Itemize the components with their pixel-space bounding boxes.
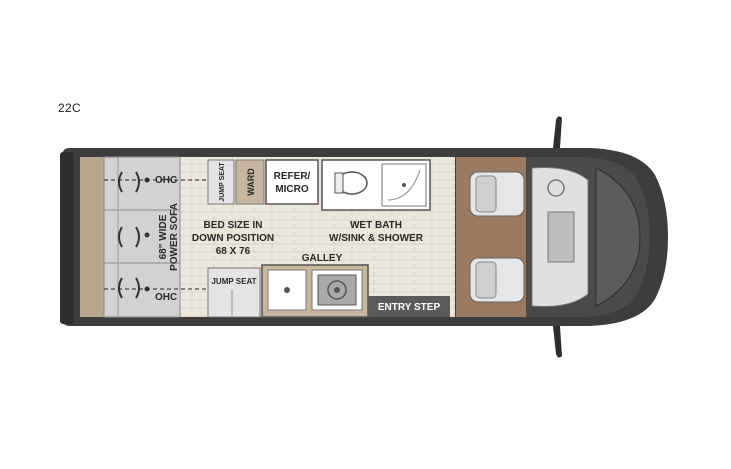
galley	[261, 264, 369, 318]
wetbath-label-line1: WET BATH	[350, 220, 402, 231]
windshield	[595, 167, 641, 307]
sofa-label-line1: 68" WIDE	[158, 214, 169, 259]
driver-seat	[469, 171, 525, 217]
power-sofa	[103, 156, 181, 318]
ohc-top-label: OHC	[155, 175, 177, 186]
entry-step-label: ENTRY STEP	[378, 302, 441, 313]
wetbath-label-line2: W/SINK & SHOWER	[329, 233, 424, 244]
dashboard	[531, 167, 589, 307]
jump-seat-top-label: JUMP SEAT	[219, 162, 226, 202]
jump-seat-top	[207, 159, 235, 205]
jump-seat-bottom-label: JUMP SEAT	[211, 277, 256, 286]
passenger-seat	[469, 257, 525, 303]
entry-step	[368, 296, 450, 317]
refer-label-line2: MICRO	[275, 184, 309, 195]
bed-label-line1: BED SIZE IN	[204, 220, 263, 231]
jump-seat-bottom	[207, 267, 261, 318]
ward-label: WARD	[246, 168, 256, 196]
ohc-bottom-label: OHC	[155, 292, 177, 303]
seatbelt-icon	[118, 171, 140, 299]
bed-label-line3: 68 X 76	[216, 246, 251, 257]
wardrobe	[235, 159, 265, 205]
refer-micro	[265, 159, 319, 205]
refer-label-line1: REFER/	[274, 171, 311, 182]
sofa-label-line2: POWER SOFA	[169, 203, 180, 271]
wet-bath	[321, 159, 431, 211]
model-label: 22C	[58, 101, 81, 115]
mirror-icon	[553, 116, 562, 358]
galley-label: GALLEY	[302, 253, 343, 264]
bed-label-line2: DOWN POSITION	[192, 233, 274, 244]
